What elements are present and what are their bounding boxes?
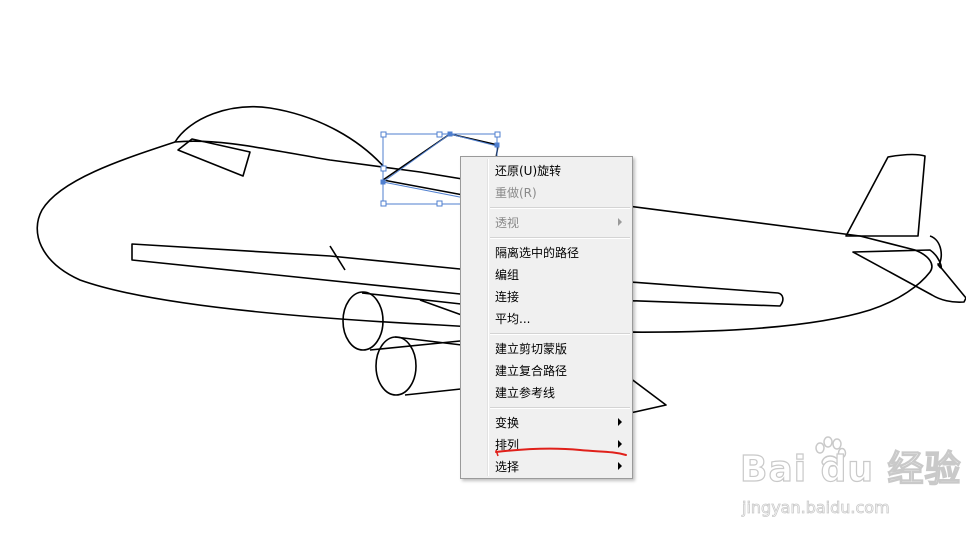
menu-item-clipping-mask[interactable]: 建立剪切蒙版 bbox=[463, 339, 630, 359]
menu-item-join[interactable]: 连接 bbox=[463, 287, 630, 307]
menu-icon-gutter bbox=[487, 159, 489, 476]
menu-item-group[interactable]: 编组 bbox=[463, 265, 630, 285]
menu-item-label: 隔离选中的路径 bbox=[495, 246, 580, 260]
menu-separator bbox=[490, 237, 630, 239]
horizontal-stabilizer bbox=[852, 249, 966, 303]
watermark-brand: Bai du 经验 bbox=[739, 448, 962, 490]
menu-item-label: 选择 bbox=[495, 460, 520, 474]
cockpit-hump bbox=[174, 106, 386, 169]
menu-item-redo: 重做(R) bbox=[463, 183, 630, 203]
menu-item-label: 建立复合路径 bbox=[495, 364, 568, 378]
lower-wing bbox=[629, 377, 667, 414]
menu-item-label: 编组 bbox=[495, 268, 520, 282]
menu-item-label: 重做(R) bbox=[495, 186, 537, 200]
submenu-arrow-icon bbox=[618, 462, 622, 470]
menu-item-average[interactable]: 平均... bbox=[463, 309, 630, 329]
menu-item-undo-rotate[interactable]: 还原(U)旋转 bbox=[463, 161, 630, 181]
engine-1-intake bbox=[342, 291, 384, 351]
menu-item-label: 连接 bbox=[495, 290, 520, 304]
menu-item-label: 排列 bbox=[495, 438, 520, 452]
menu-item-label: 建立参考线 bbox=[495, 386, 556, 400]
main-wing bbox=[131, 243, 784, 307]
menu-item-arrange[interactable]: 排列 bbox=[463, 435, 630, 455]
menu-item-select[interactable]: 选择 bbox=[463, 457, 630, 477]
submenu-arrow-icon bbox=[618, 418, 622, 426]
menu-item-compound-path[interactable]: 建立复合路径 bbox=[463, 361, 630, 381]
vertical-tail bbox=[845, 153, 926, 237]
menu-separator bbox=[490, 407, 630, 409]
menu-item-label: 建立剪切蒙版 bbox=[495, 342, 568, 356]
menu-item-make-guides[interactable]: 建立参考线 bbox=[463, 383, 630, 403]
menu-item-label: 平均... bbox=[495, 312, 531, 326]
baidu-watermark: Bai du 经验 jingyan.baidu.com bbox=[739, 436, 961, 525]
selection-bounding-box[interactable] bbox=[380, 131, 501, 207]
cockpit-window bbox=[177, 138, 251, 177]
submenu-arrow-icon bbox=[618, 218, 622, 226]
engine-2-intake bbox=[375, 336, 417, 396]
menu-item-perspective: 透视 bbox=[463, 213, 630, 233]
menu-separator bbox=[490, 333, 630, 335]
submenu-arrow-icon bbox=[618, 440, 622, 448]
menu-separator bbox=[490, 207, 630, 209]
menu-item-isolate-path[interactable]: 隔离选中的路径 bbox=[463, 243, 630, 263]
menu-item-label: 透视 bbox=[495, 216, 520, 230]
watermark-url: jingyan.baidu.com bbox=[742, 498, 890, 518]
context-menu: 还原(U)旋转 重做(R) 透视 隔离选中的路径 编组 连接 平均... 建立剪… bbox=[460, 156, 633, 479]
menu-item-label: 还原(U)旋转 bbox=[495, 164, 562, 178]
menu-item-transform[interactable]: 变换 bbox=[463, 413, 630, 433]
menu-item-label: 变换 bbox=[495, 416, 520, 430]
stabilizer-detail bbox=[929, 235, 943, 267]
baidu-paw-icon bbox=[815, 436, 847, 467]
